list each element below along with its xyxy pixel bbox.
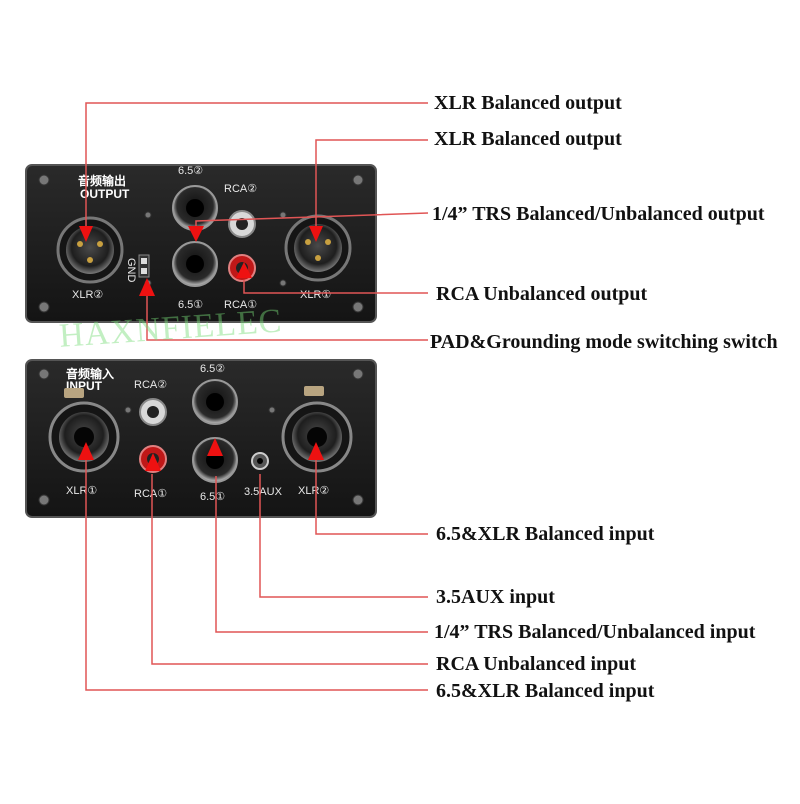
rca-input-bottom-label: RCA① xyxy=(134,488,167,500)
arrow-icon xyxy=(308,442,324,460)
screw-icon xyxy=(144,211,152,219)
arrow-icon xyxy=(236,262,252,278)
screw-icon xyxy=(38,174,50,186)
leader-line xyxy=(146,290,428,341)
output-title-cn: 音频输出 xyxy=(78,173,126,188)
xlr-output-left-label: XLR② xyxy=(72,289,103,301)
jack-top-label: 6.5② xyxy=(178,165,203,177)
callout-xlr-balanced-input-2: 6.5&XLR Balanced input xyxy=(436,680,655,702)
callout-aux-input: 3.5AUX input xyxy=(436,586,555,608)
arrow-icon xyxy=(139,278,155,296)
trs-jack-top xyxy=(172,185,218,231)
leader-line xyxy=(85,455,428,691)
input-panel-body xyxy=(25,359,377,518)
callout-xlr-balanced-input-1: 6.5&XLR Balanced input xyxy=(436,523,655,545)
arrow-icon xyxy=(188,226,204,242)
arrow-icon xyxy=(78,442,94,460)
screw-icon xyxy=(124,406,132,414)
callout-rca-output: RCA Unbalanced output xyxy=(436,283,648,305)
arrow-icon xyxy=(79,226,93,242)
output-title: OUTPUT xyxy=(80,187,130,201)
arrow-icon xyxy=(207,438,223,456)
screw-icon xyxy=(352,494,364,506)
screw-icon xyxy=(38,494,50,506)
arrow-icon xyxy=(309,226,323,242)
switch-label: GND xyxy=(125,258,137,283)
aux-label: 3.5AUX xyxy=(244,486,283,498)
screw-icon xyxy=(279,211,287,219)
xlr-combo-input-left-connector xyxy=(48,388,120,473)
trs-input-jack-top xyxy=(192,379,238,425)
rca-bottom-label: RCA① xyxy=(224,299,257,311)
screw-icon xyxy=(279,279,287,287)
callout-pad-switch: PAD&Grounding mode switching switch xyxy=(430,331,778,353)
screw-icon xyxy=(352,368,364,380)
xlr-combo-input-right-connector xyxy=(281,386,353,473)
rca-top-label: RCA② xyxy=(224,183,257,195)
input-screws xyxy=(38,368,364,506)
screw-icon xyxy=(38,301,50,313)
screw-icon xyxy=(268,406,276,414)
rca-white-connector xyxy=(228,210,256,238)
leader-line xyxy=(259,474,428,598)
rca-input-white-connector xyxy=(139,398,167,426)
leader-line xyxy=(315,139,428,233)
pad-switch xyxy=(138,254,150,278)
callout-trs-input: 1/4” TRS Balanced/Unbalanced input xyxy=(434,621,756,643)
screw-icon xyxy=(352,301,364,313)
screw-icon xyxy=(352,174,364,186)
xlr-input-left-label: XLR① xyxy=(66,485,97,497)
xlr-output-right-connector xyxy=(284,214,352,282)
input-title-cn: 音频输入 xyxy=(66,366,114,381)
aux-jack xyxy=(251,452,269,470)
jack-input-bottom-label: 6.5① xyxy=(200,491,225,503)
rca-input-top-label: RCA② xyxy=(134,379,167,391)
xlr-input-right-label: XLR② xyxy=(298,485,329,497)
leader-line xyxy=(243,280,428,294)
screw-icon xyxy=(38,368,50,380)
output-panel: 音频输出 OUTPUT XLR② 6.5② 6.5① RCA② xyxy=(25,164,377,323)
trs-jack-bottom xyxy=(172,241,218,287)
xlr-output-left-connector xyxy=(56,216,124,284)
input-panel: 音频输入 INPUT XLR① RCA② RCA① 6.5② xyxy=(25,359,377,518)
xlr-output-right-label: XLR① xyxy=(300,289,331,301)
leader-line xyxy=(215,476,428,633)
callout-rca-input: RCA Unbalanced input xyxy=(436,653,637,675)
arrow-icon xyxy=(145,453,161,471)
leader-line xyxy=(151,474,428,665)
arrow-heads xyxy=(78,226,324,471)
jack-input-top-label: 6.5② xyxy=(200,363,225,375)
jack-bottom-label: 6.5① xyxy=(178,299,203,311)
leader-line xyxy=(85,102,428,233)
callout-xlr-balanced-output-1: XLR Balanced output xyxy=(434,92,622,114)
leader-line xyxy=(315,455,428,535)
callout-xlr-balanced-output-2: XLR Balanced output xyxy=(434,128,622,150)
callout-trs-output: 1/4” TRS Balanced/Unbalanced output xyxy=(432,203,765,225)
